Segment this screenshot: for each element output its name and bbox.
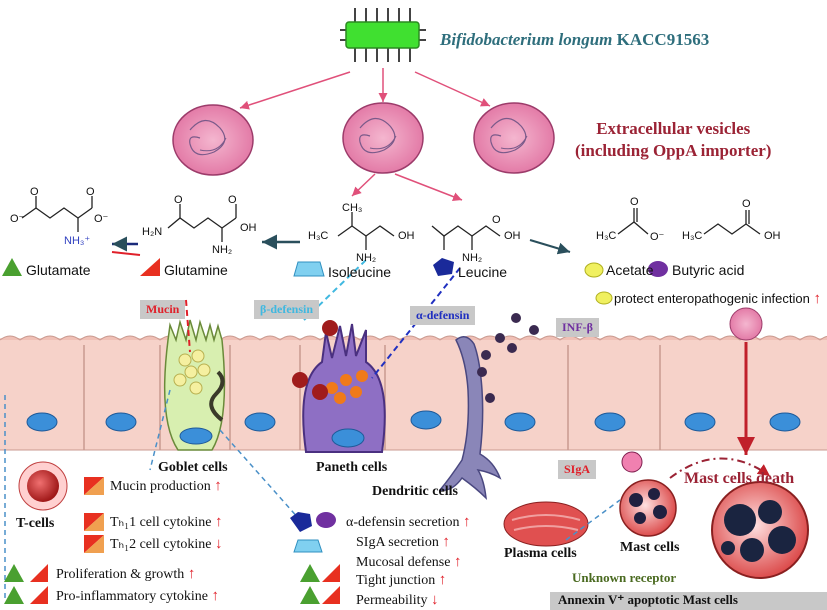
vesicle-icon: [172, 104, 254, 176]
unknown-receptor-label: Unknown receptor: [572, 570, 677, 585]
protect-infection-text: protect enteropathogenic infection ↑: [614, 290, 821, 307]
leucine-structure: [431, 225, 501, 250]
goblet-cell-icon: [163, 319, 226, 451]
glutamine-label: Glutamine: [164, 262, 228, 278]
glutamine-h2n: H₂N: [142, 226, 163, 238]
glutamine-o: O: [174, 194, 183, 206]
mast-cells-label: Mast cells: [620, 540, 680, 555]
isoleucine-structure: [337, 212, 395, 250]
effect-proliferation: Proliferation & growth ↑: [56, 566, 196, 582]
isoleucine-oh: OH: [398, 230, 415, 242]
glutamine-nh2: NH₂: [212, 244, 233, 256]
vesicle-icon: [342, 102, 424, 174]
mucin-tag: Mucin: [140, 300, 186, 319]
isoleucine-label: Isoleucine: [328, 264, 392, 280]
effect-siga-secretion: SIgA secretion ↑: [356, 534, 450, 550]
effect-tight-junction: Tight junction ↑: [356, 572, 447, 588]
effect-mucin-production: Mucin production ↑: [110, 478, 222, 494]
acetate-structure: [617, 208, 649, 235]
effect-permeability: Permeability ↓: [356, 592, 439, 608]
glutamate-o-minus-2: O⁻: [94, 213, 109, 225]
glutamate-o: O: [30, 186, 39, 198]
siga-tag: SIgA: [558, 460, 597, 479]
dendritic-cells-label: Dendritic cells: [372, 484, 458, 499]
paneth-cell-icon: [292, 320, 386, 453]
bacterium-icon: [340, 8, 426, 62]
mid-effect-icons: [290, 258, 668, 553]
effect-th2-cytokine: Tₕ₁2 cell cytokine ↓: [110, 536, 223, 552]
effect-alpha-defensin-secretion: α-defensin secretion ↑: [346, 514, 471, 530]
leucine-o: O: [492, 214, 501, 226]
acetate-h3c: H₃C: [596, 230, 617, 242]
effect-markers: [4, 477, 340, 604]
interferon-star-icon: [477, 313, 539, 403]
acetate-o-minus: O⁻: [650, 231, 665, 243]
vesicle-small-icon: [729, 307, 763, 341]
glutamate-structure: [21, 196, 93, 232]
t-cell-icon: [18, 461, 68, 511]
t-cells-label: T-cells: [16, 516, 55, 531]
glutamate-o-minus: O⁻: [10, 213, 25, 225]
glutamate-marker: [2, 258, 160, 276]
bacterium-name: Bifidobacterium longum KACC91563: [440, 30, 710, 49]
isoleucine-h3c: H₃C: [308, 230, 329, 242]
isoleucine-nh2: NH₂: [356, 252, 377, 264]
acetate-label: Acetate: [606, 262, 654, 278]
glutamine-o-2: O: [228, 194, 237, 206]
butyric-acid-label: Butyric acid: [672, 262, 745, 278]
goblet-cells-label: Goblet cells: [158, 460, 228, 475]
alpha-defensin-tag: α-defensin: [410, 306, 476, 325]
effect-pro-inflammatory: Pro-inflammatory cytokine ↑: [56, 588, 220, 604]
glutamine-structure: [167, 204, 237, 242]
dendritic-cell-icon: [438, 336, 502, 501]
glutamate-o-2: O: [86, 186, 95, 198]
extracellular-vesicles-title: Extracellular vesicles (including OppA i…: [575, 119, 772, 160]
leucine-oh: OH: [504, 230, 521, 242]
mast-cell-death-icon: [711, 481, 809, 579]
glutamate-label: Glutamate: [26, 262, 91, 278]
vesicle-icon: [473, 102, 555, 174]
butyric-o: O: [742, 198, 751, 210]
butyric-oh: OH: [764, 230, 781, 242]
inf-beta-tag: INF-β: [556, 318, 599, 337]
epithelium: [0, 335, 827, 451]
effect-th1-cytokine: Tₕ₁1 cell cytokine ↑: [110, 514, 223, 530]
effect-mucosal-defense: Mucosal defense ↑: [356, 554, 462, 570]
glutamate-nh3: NH₃⁺: [64, 235, 91, 247]
butyric-h3c: H₃C: [682, 230, 703, 242]
plasma-cells-label: Plasma cells: [504, 546, 577, 561]
acetate-o: O: [630, 196, 639, 208]
mast-cell-icon: [619, 451, 677, 537]
paneth-cells-label: Paneth cells: [316, 460, 388, 475]
nucleus-icon: [26, 410, 801, 432]
beta-defensin-tag: β-defensin: [254, 300, 319, 319]
mast-cells-death-label: Mast cells death: [684, 470, 795, 487]
butyric-acid-structure: [703, 210, 761, 235]
isoleucine-ch3: CH₃: [342, 202, 363, 214]
glutamine-oh: OH: [240, 222, 257, 234]
leucine-nh2: NH₂: [462, 252, 483, 264]
leucine-label: Leucine: [458, 264, 508, 280]
annexin-label: Annexin V⁺ apoptotic Mast cells: [550, 592, 827, 610]
plasma-cell-icon: [503, 501, 589, 547]
